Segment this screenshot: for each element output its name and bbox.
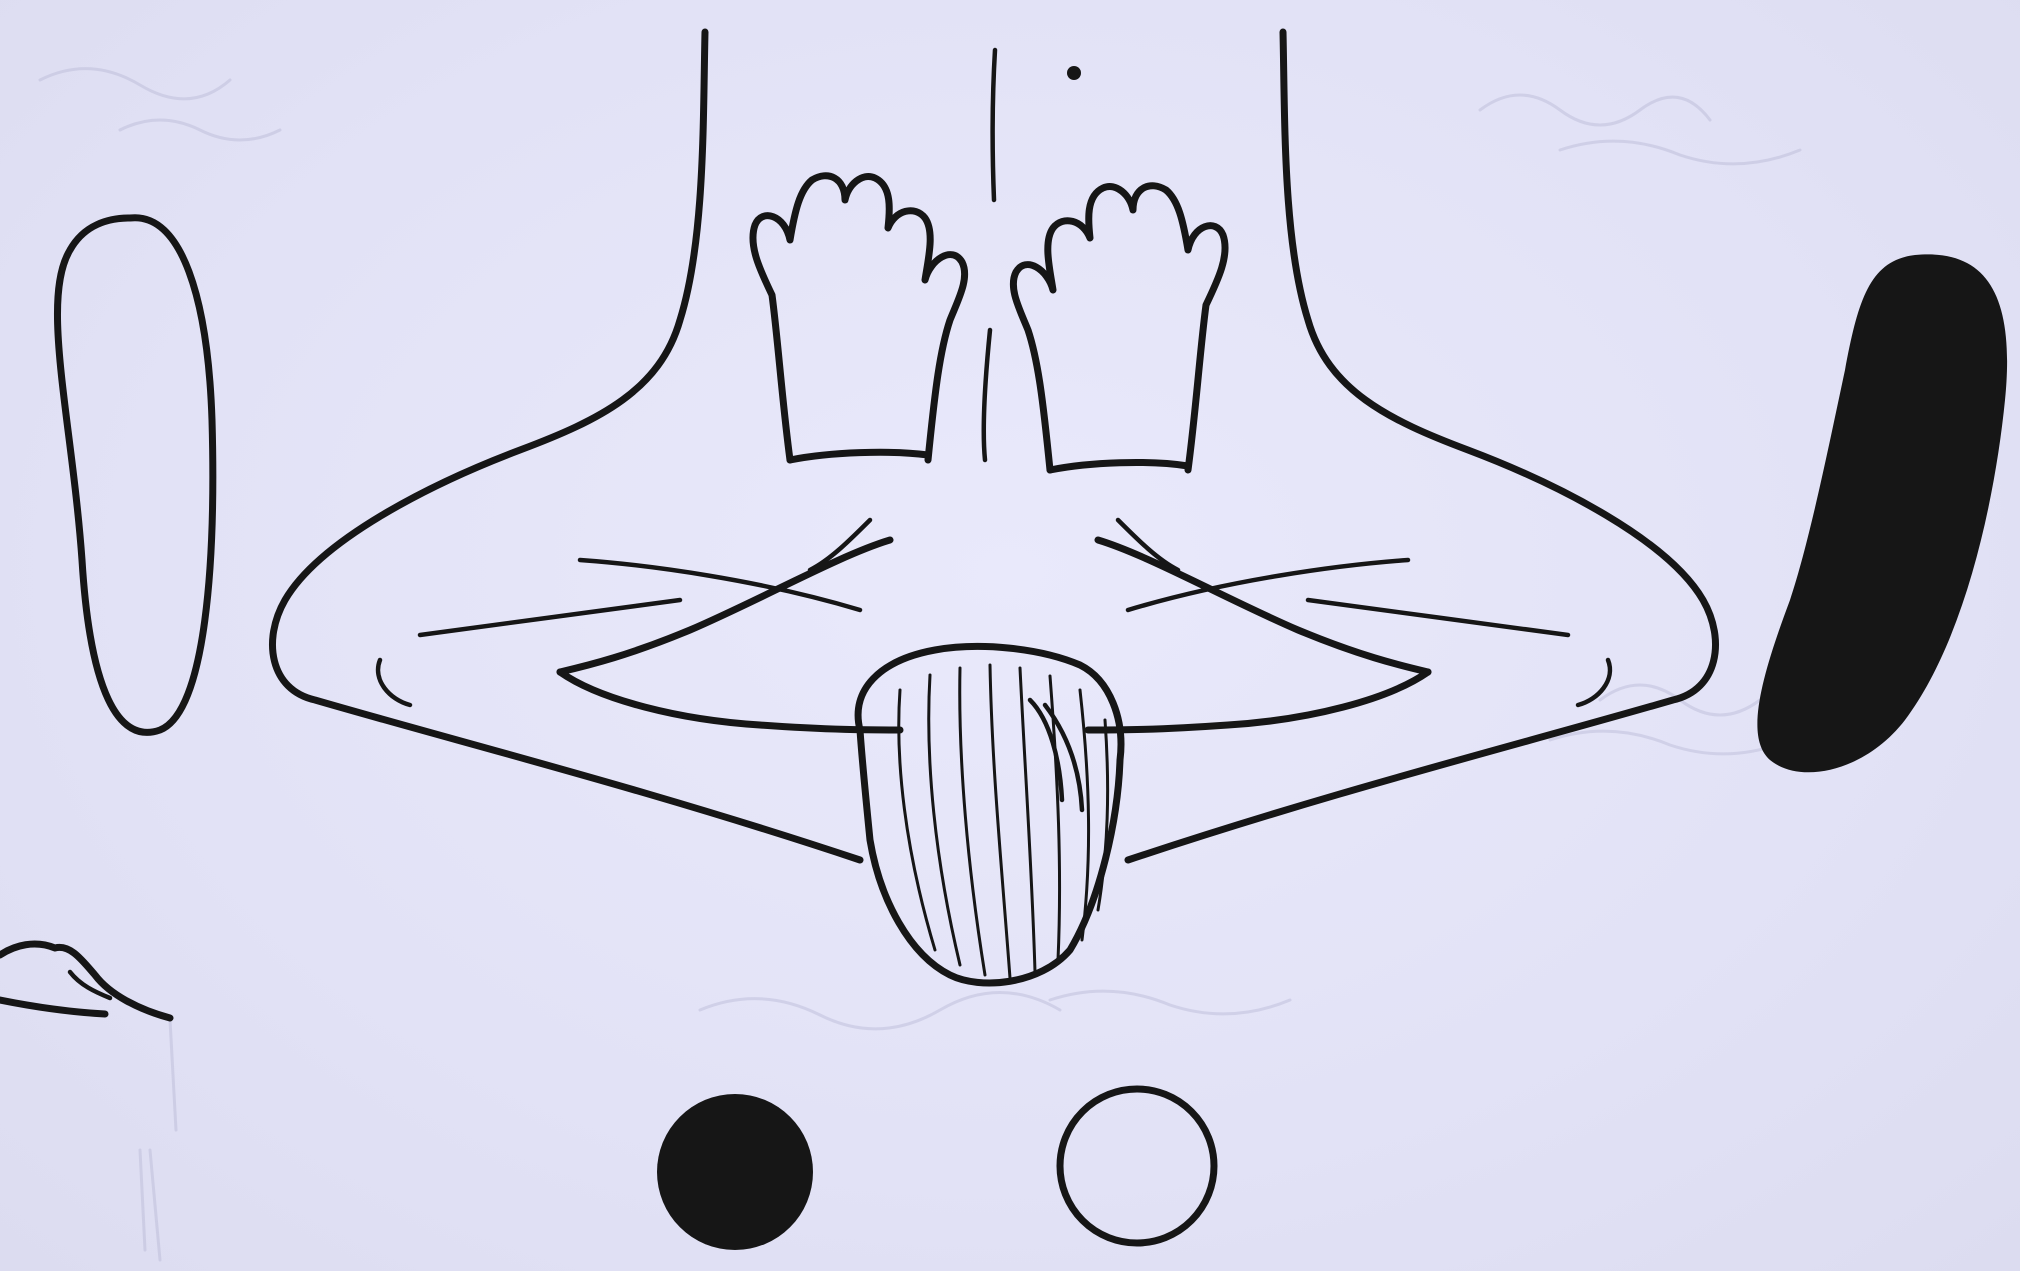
filled-circle bbox=[657, 1094, 813, 1250]
praying-figure bbox=[272, 32, 1715, 983]
partial-sketch bbox=[0, 944, 170, 1018]
bleed-through-text bbox=[40, 69, 1830, 1260]
outline-footprint bbox=[57, 218, 212, 733]
open-circle bbox=[1060, 1089, 1214, 1243]
solid-footprint bbox=[1757, 254, 2007, 772]
